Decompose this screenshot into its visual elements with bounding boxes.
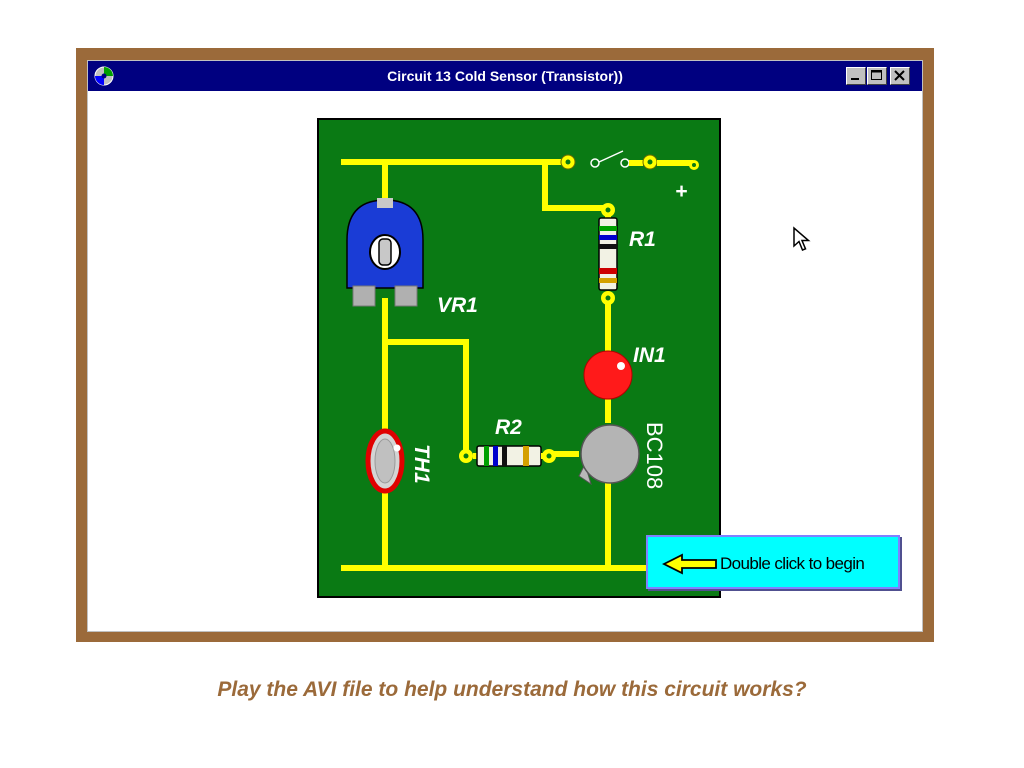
r1-resistor[interactable] <box>598 203 618 305</box>
maximize-icon <box>871 70 882 80</box>
r2-label: R2 <box>495 416 522 439</box>
switch[interactable] <box>560 150 699 170</box>
minimize-button[interactable] <box>846 67 866 85</box>
close-icon <box>894 70 905 81</box>
cd-disc-icon[interactable] <box>94 66 114 86</box>
maximize-button[interactable] <box>867 67 887 85</box>
callout-text: Double click to begin <box>720 554 865 573</box>
circuit-board[interactable]: + R1 VR1 IN1 R2 <box>317 118 721 598</box>
double-click-callout[interactable]: Double click to begin <box>646 535 900 589</box>
in1-led[interactable] <box>583 350 633 400</box>
bc108-label: BC108 <box>642 422 667 489</box>
plus-label: + <box>675 180 687 203</box>
bc108-transistor[interactable] <box>578 424 640 486</box>
arrow-left-icon <box>662 553 717 575</box>
r2-feed-track <box>385 339 469 454</box>
th1-thermistor[interactable] <box>365 428 405 494</box>
r1-label: R1 <box>629 228 656 251</box>
close-button[interactable] <box>890 67 910 85</box>
caption: Play the AVI file to help understand how… <box>217 678 807 701</box>
th1-label: TH1 <box>410 444 433 484</box>
window-title: Circuit 13 Cold Sensor (Transistor)) <box>387 68 623 84</box>
in1-label: IN1 <box>633 344 666 367</box>
r2-resistor[interactable] <box>459 445 556 467</box>
mouse-pointer-icon <box>793 226 811 251</box>
minimize-icon <box>851 78 859 80</box>
vr1-potentiometer[interactable] <box>346 198 424 307</box>
title-bar[interactable]: Circuit 13 Cold Sensor (Transistor)) <box>88 61 922 91</box>
vr1-label: VR1 <box>437 294 478 317</box>
